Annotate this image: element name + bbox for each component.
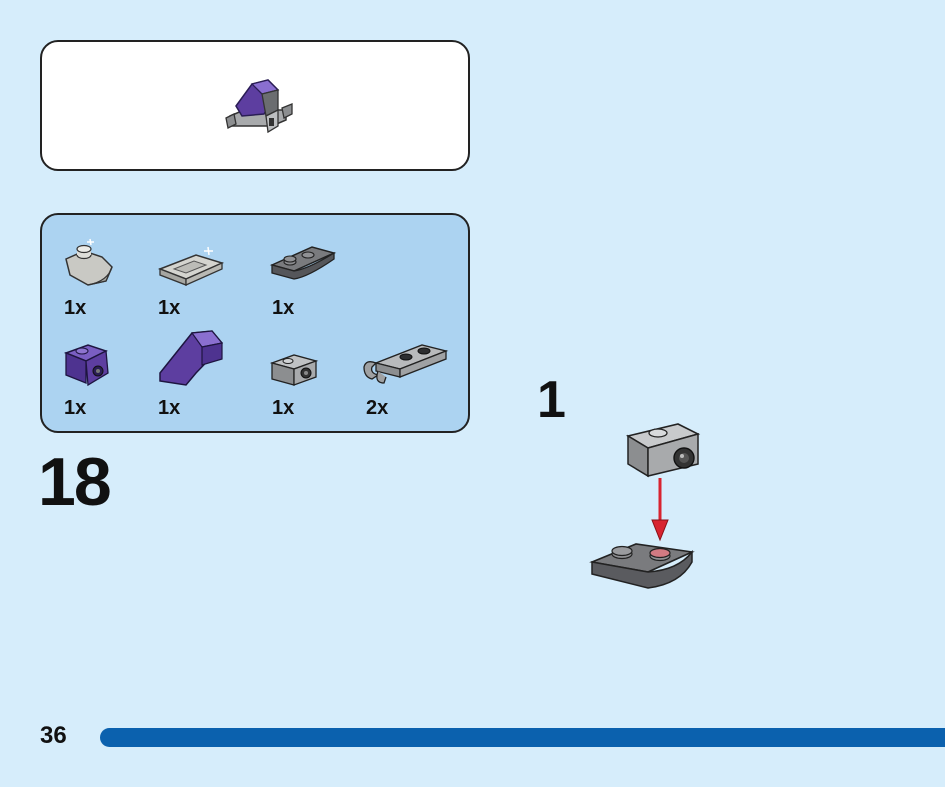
parts-list-panel: 1x 1x 1x 1x [40,213,470,433]
assembly-step-illustration [588,420,704,596]
submodel-preview-icon [222,76,294,138]
step-number: 18 [38,444,112,520]
page-progress-bar [100,728,945,747]
part-clip-plate-icon [362,337,450,387]
part-qty-4: 1x [64,397,87,419]
part-qty-1: 1x [64,297,87,319]
part-qty-6: 1x [272,397,295,419]
part-round-tile-slope-icon [62,237,116,289]
part-bracket-plate-icon [270,349,320,389]
part-qty-5: 1x [158,397,181,419]
part-tile-grille-icon [156,243,226,287]
curved-slope-plate-icon [589,543,695,589]
part-qty-3: 1x [272,297,295,319]
part-curved-slope-plate-icon [268,235,338,287]
substep-number: 1 [537,371,566,429]
placement-arrow-icon [651,478,669,542]
bracket-plate-icon [625,423,701,478]
page-number: 36 [40,722,67,749]
part-qty-2: 1x [158,297,181,319]
part-qty-7: 2x [366,397,389,419]
part-curved-slope-icon [156,329,226,391]
submodel-preview-panel [40,40,470,171]
part-bracket-brick-icon [64,339,112,389]
